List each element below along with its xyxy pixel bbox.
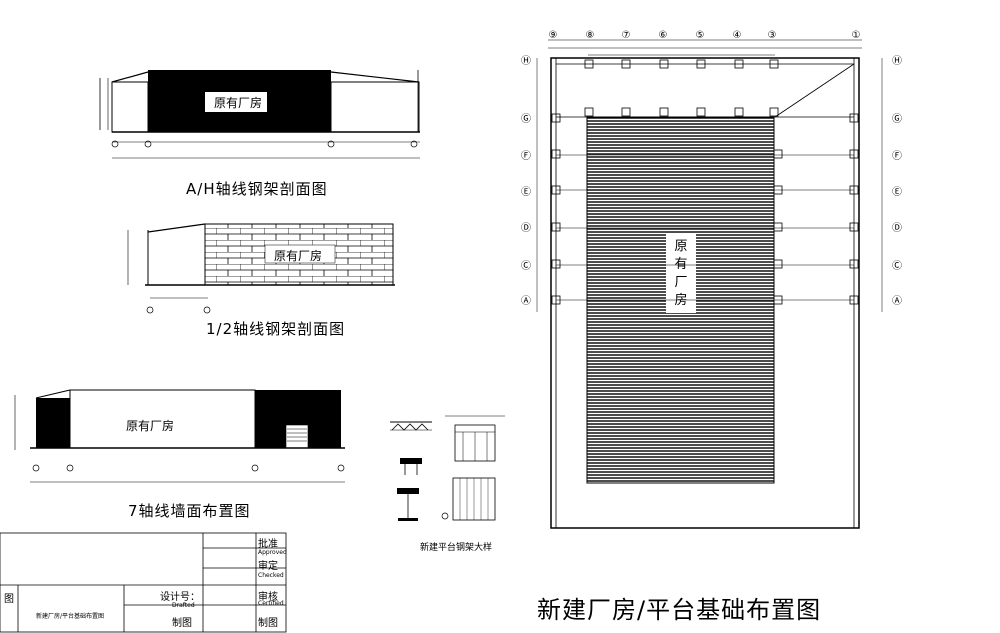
tb-approve-en: Approved — [258, 549, 287, 556]
existing-plant-label-12: 原有厂房 — [274, 249, 323, 263]
axis-right-2: Ⓕ — [892, 150, 902, 162]
axis-top-8: ① — [852, 30, 861, 41]
axis-left-7: Ⓐ — [521, 295, 531, 307]
detail-drawings — [390, 415, 505, 521]
existing-plant-label-plan: 原 有 厂 房 — [673, 238, 689, 310]
main-plan-drawing — [536, 39, 883, 529]
wall-7-title: 7轴线墙面布置图 — [128, 502, 251, 520]
axis-left-2: Ⓕ — [521, 150, 531, 162]
title-block-frame — [0, 532, 287, 633]
axis-top-4: ⑤ — [696, 30, 705, 41]
axis-right-4: Ⓓ — [892, 222, 902, 234]
plan-char-2: 厂 — [674, 275, 688, 290]
axis-top-2: ⑦ — [622, 30, 631, 41]
section-ah-title: A/H轴线钢架剖面图 — [186, 180, 328, 198]
wall-7-drawing — [14, 389, 345, 483]
axis-top-1: ⑧ — [586, 30, 595, 41]
axis-left-0: Ⓗ — [521, 55, 531, 67]
tb-approve: 批准 — [258, 539, 278, 550]
tb-draw-2: 制图 — [172, 618, 192, 629]
tb-draw-en: Drafted — [172, 602, 195, 609]
axis-bubbles-top: ⑨ ⑧ ⑦ ⑥ ⑤ ④ ③ ① — [549, 30, 861, 41]
existing-plant-label-wall: 原有厂房 — [126, 419, 175, 433]
tb-review-en: Checked — [258, 572, 284, 579]
existing-plant-label-ah: 原有厂房 — [214, 96, 263, 110]
axis-left-3: Ⓔ — [521, 186, 531, 198]
axis-bubbles-right: Ⓗ Ⓖ Ⓕ Ⓔ Ⓓ Ⓒ Ⓐ — [892, 55, 902, 307]
axis-top-0: ⑨ — [549, 30, 558, 41]
tb-review: 审定 — [258, 561, 278, 572]
tb-design-no: 设计号： — [160, 592, 200, 603]
tb-audit-en: Certified — [258, 600, 284, 607]
section-ah-drawing — [99, 70, 420, 159]
axis-right-1: Ⓖ — [892, 113, 902, 125]
axis-left-5: Ⓒ — [521, 260, 531, 272]
axis-right-3: Ⓔ — [892, 186, 902, 198]
plan-char-0: 原 — [674, 239, 688, 254]
axis-left-4: Ⓓ — [521, 222, 531, 234]
plan-char-1: 有 — [674, 257, 688, 272]
axis-top-6: ③ — [768, 30, 777, 41]
axis-left-1: Ⓖ — [521, 113, 531, 125]
section-12-drawing — [127, 223, 395, 314]
tb-draw: 制图 — [258, 618, 278, 629]
section-12-title: 1/2轴线钢架剖面图 — [206, 320, 346, 338]
axis-right-0: Ⓗ — [892, 55, 902, 67]
tb-tu: 图 — [4, 594, 14, 605]
tb-drawing-name: 新建厂房/平台基础布置图 — [36, 613, 105, 620]
detail-title: 新建平台钢架大样 — [420, 543, 493, 553]
axis-top-3: ⑥ — [659, 30, 668, 41]
axis-bubbles-left: Ⓗ Ⓖ Ⓕ Ⓔ Ⓓ Ⓒ Ⓐ — [521, 55, 531, 307]
tb-audit: 审核 — [258, 592, 278, 603]
axis-right-5: Ⓒ — [892, 260, 902, 272]
plan-char-3: 房 — [674, 293, 688, 308]
axis-top-5: ④ — [733, 30, 742, 41]
axis-right-7: Ⓐ — [892, 295, 902, 307]
main-plan-title: 新建厂房/平台基础布置图 — [537, 596, 822, 624]
